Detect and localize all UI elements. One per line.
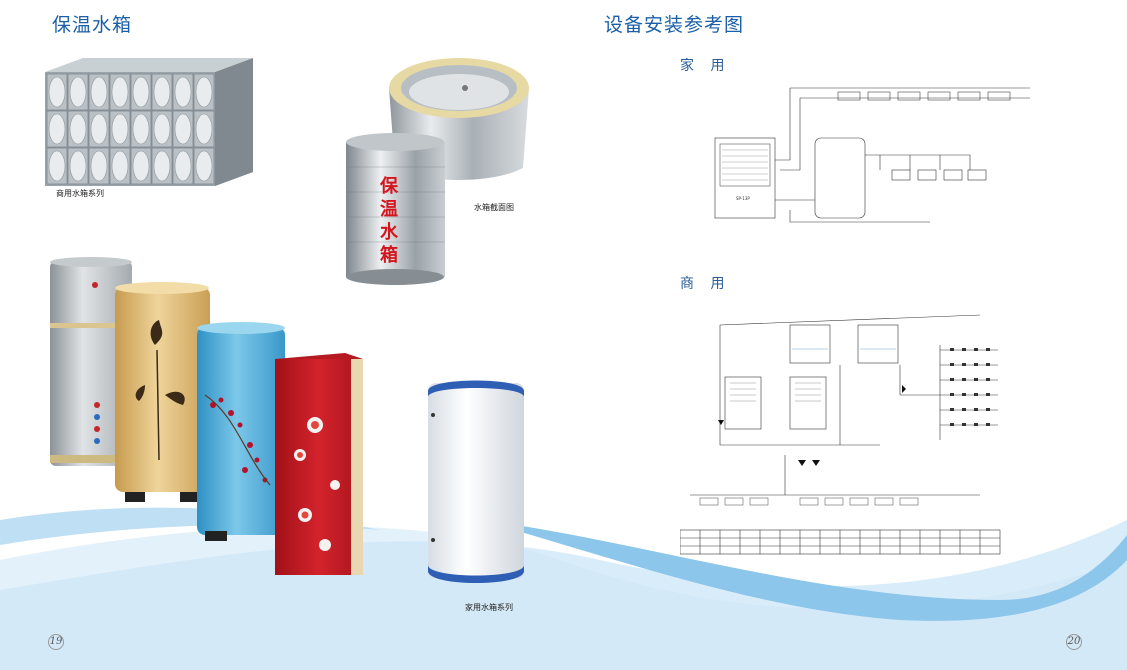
tank-panel-dome: [69, 113, 87, 145]
page-number: 20: [1066, 634, 1082, 650]
left-page-title: 保温水箱: [52, 14, 133, 36]
tank-panel-dome: [132, 150, 150, 182]
tank-panel-dome: [48, 76, 66, 108]
tank-lettering: 保 温 水 箱: [377, 175, 401, 267]
tank-panel-dome: [90, 113, 108, 145]
caption-home-series: 家用水箱系列: [465, 603, 513, 612]
tank-panel-dome: [153, 76, 171, 108]
tank-panel-dome: [90, 150, 108, 182]
svg-text:SP-13P: SP-13P: [736, 196, 750, 201]
cross-section-tank-image: [389, 58, 529, 180]
tank-panel-dome: [153, 113, 171, 145]
right-page-title: 设备安装参考图: [604, 14, 745, 36]
home-installation-diagram: SP-13P: [714, 87, 1030, 223]
right-page-number: 20: [1066, 634, 1082, 650]
tank-panel-dome: [48, 150, 66, 182]
tank-panel-dome: [174, 113, 192, 145]
tank-panel-dome: [174, 150, 192, 182]
commercial-installation-diagram: [680, 314, 1001, 555]
tank-panel-dome: [69, 76, 87, 108]
insulated-tank-image: [346, 133, 445, 285]
commercial-tank-image: [45, 58, 253, 186]
tank-letter: 箱: [380, 245, 398, 266]
page-number: 19: [48, 634, 64, 650]
caption-cross-section: 水箱截面图: [474, 203, 514, 212]
commercial-heading: 商 用: [680, 276, 731, 292]
tank-panel-dome: [195, 150, 213, 182]
tank-panel-dome: [153, 150, 171, 182]
caption-commercial-series: 商用水箱系列: [56, 189, 104, 198]
tank-panel-dome: [69, 150, 87, 182]
tank-letter: 水: [380, 222, 398, 243]
tank-panel-dome: [195, 76, 213, 108]
tank-panel-dome: [132, 113, 150, 145]
home-tanks-image: [50, 257, 363, 575]
home-heading: 家 用: [680, 58, 731, 74]
left-page-number: 19: [48, 634, 64, 650]
tank-panel-dome: [111, 113, 129, 145]
tank-panel-dome: [48, 113, 66, 145]
tank-panel-dome: [132, 76, 150, 108]
tank-panel-dome: [90, 76, 108, 108]
tank-panel-dome: [174, 76, 192, 108]
tank-letter: 温: [380, 199, 398, 220]
white-home-tank-image: [428, 380, 524, 583]
tank-letter: 保: [380, 176, 398, 197]
tank-panel-dome: [111, 150, 129, 182]
tank-panel-dome: [111, 76, 129, 108]
tank-panel-dome: [195, 113, 213, 145]
